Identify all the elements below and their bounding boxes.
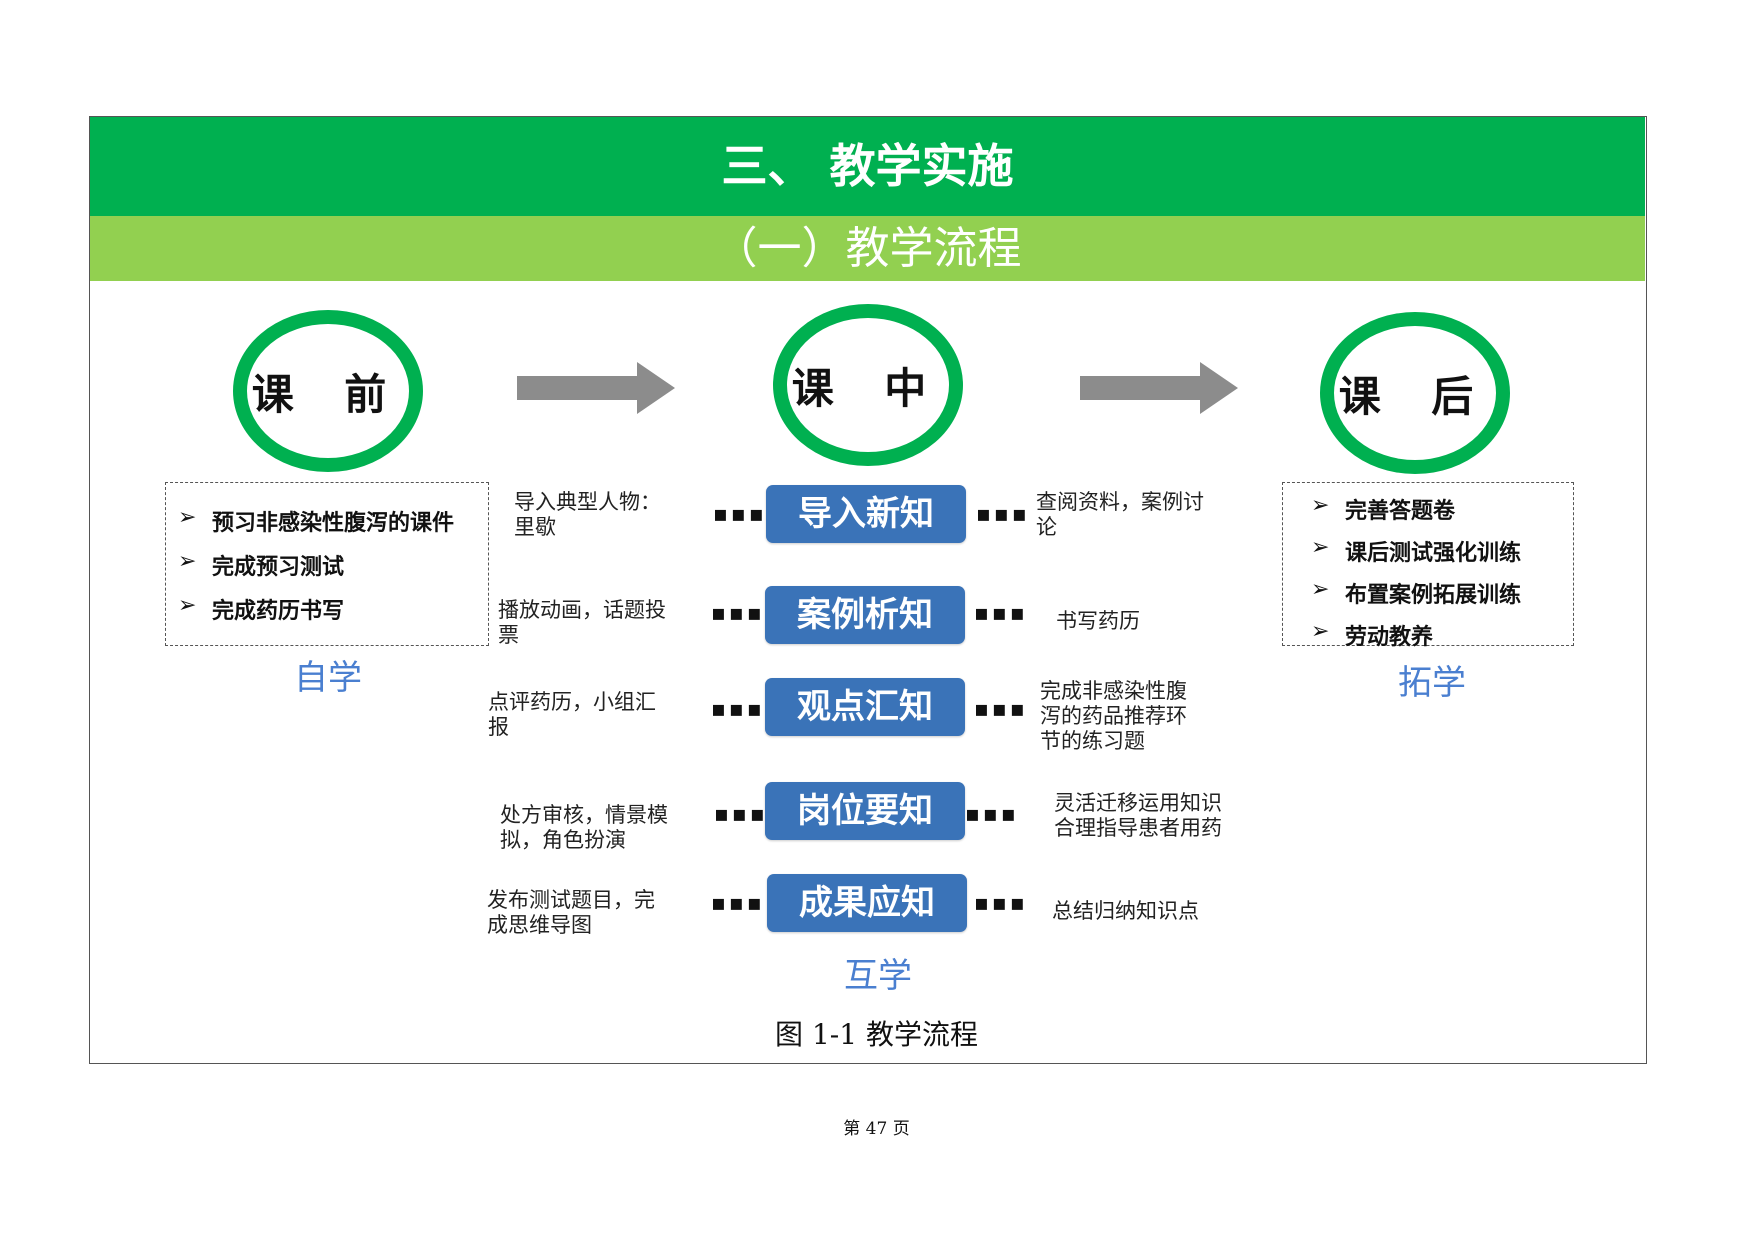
step-3-left-note: 点评药历，小组汇 报 <box>488 690 656 739</box>
dotted-connector: ▪▪▪ <box>711 697 765 722</box>
list-item: ➢课后测试强化训练 <box>1311 535 1522 566</box>
arrow-bullet-icon: ➢ <box>1311 535 1330 560</box>
step-2-left-note: 播放动画，话题投 票 <box>498 598 666 647</box>
dotted-connector: ▪▪▪ <box>974 697 1028 722</box>
right-arrow-icon <box>517 362 675 414</box>
step-4-pill: 岗位要知 <box>765 782 965 840</box>
dotted-connector: ▪▪▪ <box>711 601 765 626</box>
step-3-right-note: 完成非感染性腹 泻的药品推荐环 节的练习题 <box>1040 679 1187 753</box>
section-title: 三、 教学实施 <box>90 117 1645 216</box>
dotted-connector: ▪▪▪ <box>974 601 1028 626</box>
step-3-pill: 观点汇知 <box>765 678 965 736</box>
arrow-bullet-icon: ➢ <box>178 505 197 530</box>
phase-before-class-circle: 课 前 <box>233 310 423 472</box>
step-1-pill: 导入新知 <box>766 485 966 543</box>
extended-study-tag: 拓学 <box>1398 663 1466 703</box>
step-5-right-note: 总结归纳知识点 <box>1052 899 1199 923</box>
list-item: ➢预习非感染性腹泻的课件 <box>178 505 455 536</box>
phase-after-class-circle: 课 后 <box>1320 312 1510 474</box>
dotted-connector: ▪▪▪ <box>711 891 765 916</box>
step-1-right-note: 查阅资料，案例讨 论 <box>1036 490 1204 539</box>
list-item: ➢布置案例拓展训练 <box>1311 577 1522 608</box>
list-item: ➢完成药历书写 <box>178 593 345 624</box>
list-item: ➢完成预习测试 <box>178 549 345 580</box>
self-study-tag: 自学 <box>294 658 362 698</box>
step-5-left-note: 发布测试题目，完 成思维导图 <box>487 888 655 937</box>
list-item: ➢完善答题卷 <box>1311 493 1456 524</box>
page-number: 第 47 页 <box>843 1119 910 1139</box>
phase-before-class-label: 课 前 <box>251 369 405 419</box>
section-subtitle: （一）教学流程 <box>90 216 1645 281</box>
step-2-pill: 案例析知 <box>765 586 965 644</box>
step-4-right-note: 灵活迁移运用知识 合理指导患者用药 <box>1054 791 1222 840</box>
arrow-bullet-icon: ➢ <box>1311 577 1330 602</box>
arrow-bullet-icon: ➢ <box>178 593 197 618</box>
step-2-right-note: 书写药历 <box>1056 609 1140 633</box>
dotted-connector: ▪▪▪ <box>965 802 1019 827</box>
phase-in-class-circle: 课 中 <box>773 304 963 466</box>
step-5-pill: 成果应知 <box>767 874 967 932</box>
diagram-frame <box>89 116 1647 1064</box>
figure-caption: 图 1-1 教学流程 <box>775 1018 978 1051</box>
step-4-left-note: 处方审核，情景模 拟，角色扮演 <box>500 803 668 852</box>
before-class-task-box: ➢预习非感染性腹泻的课件 ➢完成预习测试 ➢完成药历书写 <box>165 482 489 646</box>
arrow-bullet-icon: ➢ <box>1311 619 1330 644</box>
dotted-connector: ▪▪▪ <box>714 802 768 827</box>
phase-after-class-label: 课 后 <box>1338 371 1492 421</box>
step-1-left-note: 导入典型人物： 里歇 <box>514 490 661 539</box>
arrow-bullet-icon: ➢ <box>178 549 197 574</box>
arrow-bullet-icon: ➢ <box>1311 493 1330 518</box>
dotted-connector: ▪▪▪ <box>976 502 1030 527</box>
after-class-task-box: ➢完善答题卷 ➢课后测试强化训练 ➢布置案例拓展训练 ➢劳动教养 <box>1282 482 1574 650</box>
list-item: ➢劳动教养 <box>1311 619 1434 650</box>
dotted-connector: ▪▪▪ <box>713 502 767 527</box>
mutual-study-tag: 互学 <box>844 956 912 996</box>
phase-in-class-label: 课 中 <box>791 363 945 413</box>
dotted-connector: ▪▪▪ <box>974 891 1028 916</box>
right-arrow-icon <box>1080 362 1238 414</box>
